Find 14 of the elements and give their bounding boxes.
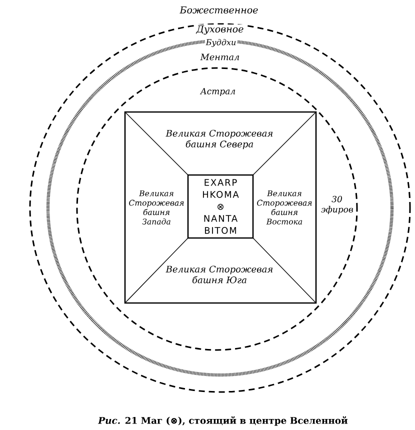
letter-grid: EXARP HKOMA ⊗ NANTA BITOM	[187, 174, 254, 239]
plane-label: Духовное	[195, 24, 245, 36]
plane-label: Буддхи	[204, 38, 238, 48]
plane-label: Ментал	[199, 52, 241, 62]
caption: Рис. 21 Маг (⊗), стоящий в центре Вселенной	[98, 416, 348, 426]
plane-label: 30 эфиров	[320, 194, 354, 216]
dashed-circle	[76, 67, 358, 351]
square-frame	[124, 111, 317, 304]
plane-label: Божественное	[180, 6, 258, 14]
region-label: Великая Сторожевая башня Юга	[166, 266, 273, 284]
hatched-ring	[46, 39, 394, 377]
dashed-circle	[29, 23, 411, 393]
plane-label: Астрал	[199, 87, 237, 97]
region-label: Великая Сторожевая башня Севера	[166, 130, 273, 150]
